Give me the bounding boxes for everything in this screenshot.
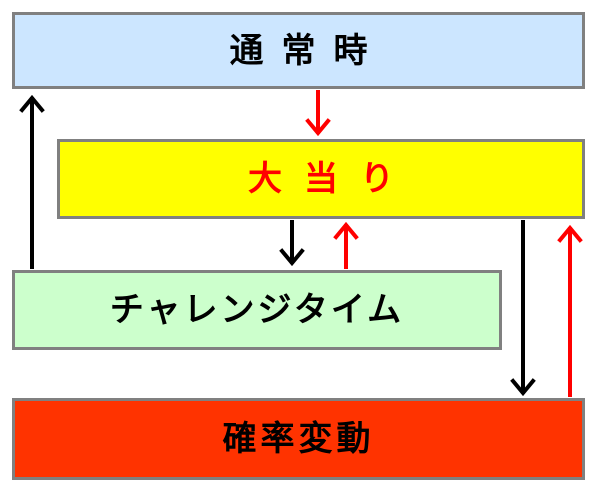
arrow-jackpot-to-probability xyxy=(510,220,536,397)
state-challenge-box: チャレンジタイム xyxy=(12,270,502,350)
arrow-probability-to-jackpot xyxy=(557,224,583,397)
arrow-jackpot-to-challenge xyxy=(279,220,305,267)
state-jackpot-label: 大当り xyxy=(248,159,416,199)
state-normal-box: 通常時 xyxy=(12,12,585,89)
state-normal-label: 通常時 xyxy=(229,30,386,71)
arrow-challenge-to-jackpot xyxy=(333,221,359,269)
state-jackpot-box: 大当り xyxy=(57,139,585,219)
arrow-challenge-to-normal xyxy=(19,94,45,269)
state-challenge-label: チャレンジタイム xyxy=(109,290,405,330)
state-probability-label: 確率変動 xyxy=(222,419,375,459)
arrow-normal-to-jackpot xyxy=(305,90,331,137)
state-probability-box: 確率変動 xyxy=(12,398,585,480)
